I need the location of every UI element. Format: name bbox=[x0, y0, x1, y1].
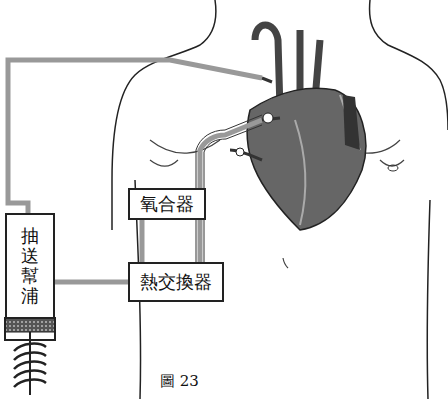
spring bbox=[14, 344, 46, 387]
heart bbox=[247, 88, 366, 230]
ventricle bbox=[343, 95, 360, 150]
spring-coil bbox=[14, 344, 46, 351]
clamp bbox=[236, 148, 244, 156]
spring-coil bbox=[14, 380, 46, 387]
oxygenator-box: 氧合器 bbox=[128, 188, 206, 220]
venous-tube bbox=[200, 120, 262, 262]
spring-coil bbox=[14, 353, 46, 360]
figure-caption: 圖 23 bbox=[160, 372, 199, 391]
clamp bbox=[263, 113, 273, 123]
cannula bbox=[230, 78, 280, 160]
heat-exchanger-box: 熱交換器 bbox=[128, 262, 224, 302]
heart-detail bbox=[295, 95, 360, 225]
plunger bbox=[5, 318, 55, 332]
node-label: 抽送幫浦 bbox=[21, 226, 39, 305]
pump-box: 抽送幫浦 bbox=[5, 213, 55, 319]
tube-connector bbox=[140, 220, 145, 262]
nipple bbox=[388, 165, 398, 171]
pump-rod bbox=[29, 332, 31, 395]
tube-connector bbox=[55, 280, 128, 285]
spring-coil bbox=[14, 371, 46, 378]
node-label: 熱交換器 bbox=[140, 271, 212, 293]
spring-coil bbox=[14, 362, 46, 369]
node-label: 氧合器 bbox=[140, 193, 194, 215]
